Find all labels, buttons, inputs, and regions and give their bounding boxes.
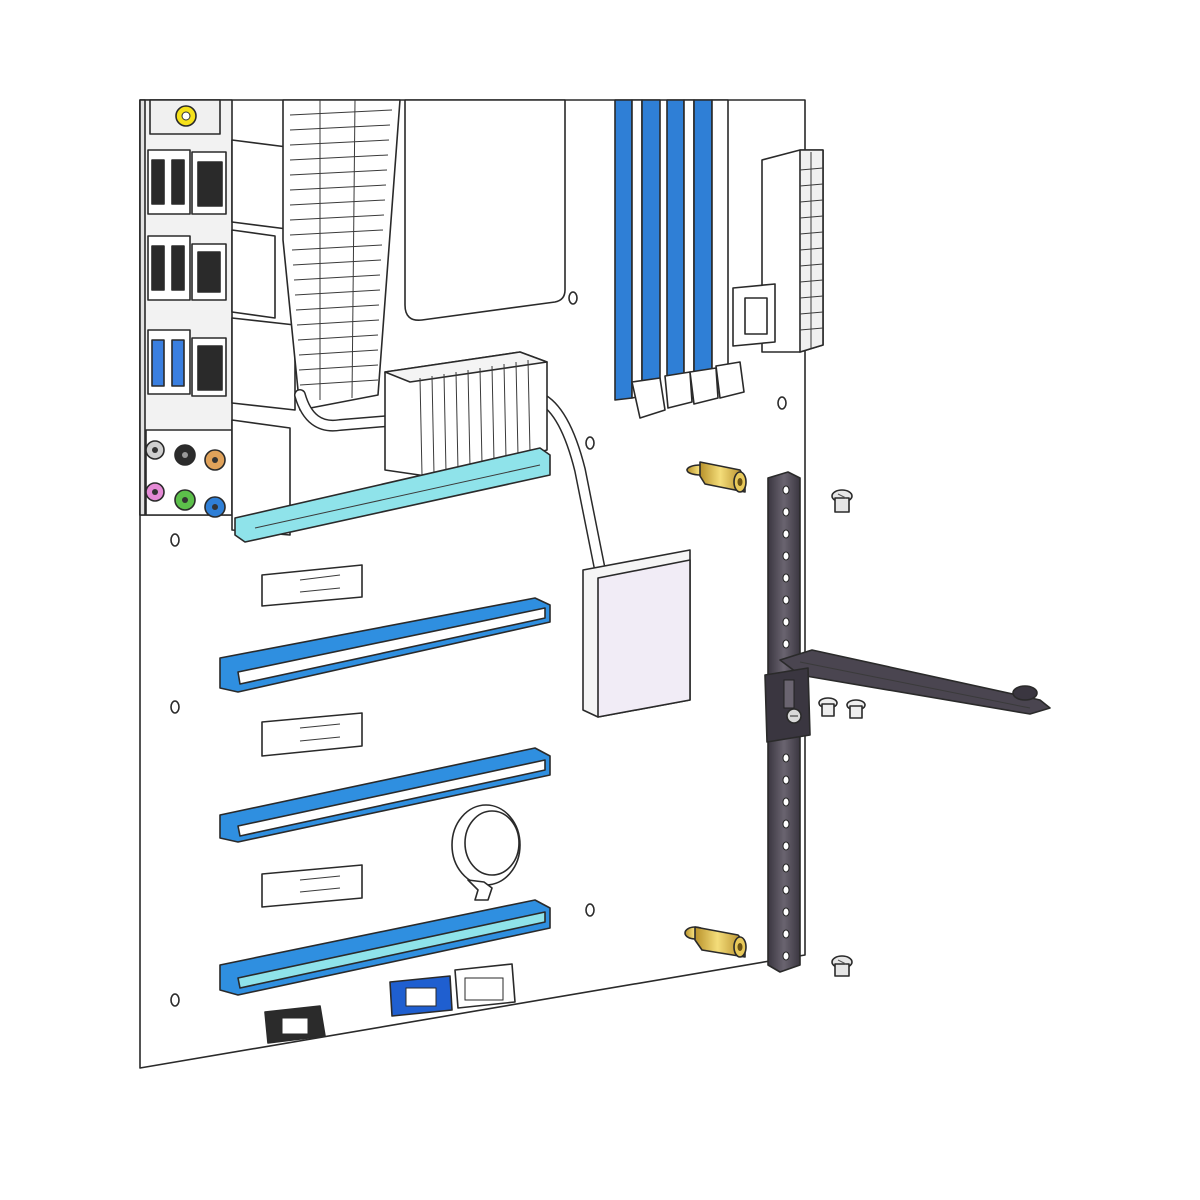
pcie-slot-3 (219, 747, 551, 843)
m2-slot-2 (261, 712, 363, 757)
m2-slot-3 (261, 864, 363, 908)
mounting-holes (170, 291, 787, 1007)
pcie-slot-1 (234, 447, 551, 543)
front-panel-header-black (264, 1005, 326, 1044)
chipset-heatsink (384, 351, 548, 479)
screw-icon (846, 699, 866, 719)
audio-jacks (145, 429, 233, 518)
bracket-holes (782, 485, 790, 961)
screw-icon (818, 697, 838, 717)
io-shroud (231, 139, 296, 536)
standoff-bottom (684, 926, 747, 958)
pcie-slot-4 (219, 899, 551, 996)
usb-header-blue (389, 975, 453, 1017)
support-bracket (764, 471, 1051, 973)
screw-icon (831, 489, 853, 513)
atx-24pin-connector (732, 149, 824, 353)
pcie-slot-2 (219, 597, 551, 693)
m2-slot-1 (261, 564, 363, 607)
bracket-screws (818, 489, 866, 977)
cpu-socket (404, 99, 566, 322)
hdmi-port (197, 251, 221, 293)
usb3-port-group (147, 329, 227, 397)
io-shield (139, 99, 233, 518)
ram-slots (614, 99, 745, 419)
usb-port-group-1 (147, 149, 227, 215)
m2-heatsink-pad (582, 549, 691, 718)
usb-port-group-2 (147, 235, 227, 301)
usb-header-white (454, 963, 516, 1009)
ethernet-port-1 (197, 161, 223, 207)
vrm-heatsink (282, 99, 401, 411)
cmos-battery (451, 804, 521, 901)
standoff-top (686, 461, 747, 493)
ethernet-port-2 (197, 345, 223, 391)
screw-icon (831, 955, 853, 977)
